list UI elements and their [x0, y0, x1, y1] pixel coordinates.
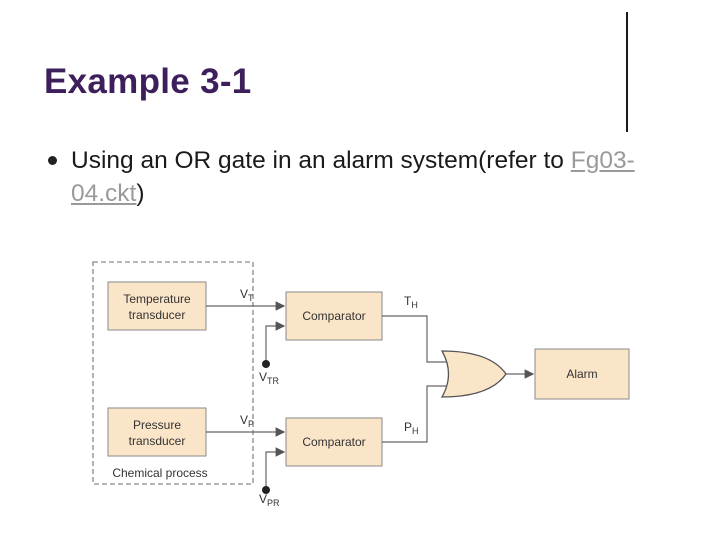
temperature-transducer-box [107, 281, 207, 331]
pressure-transducer-label-2: transducer [129, 434, 186, 448]
comparator-2-box [285, 417, 383, 467]
ph-label: PH [404, 420, 419, 436]
bullet-text-main: Using an OR gate in an alarm system(refe… [71, 147, 564, 174]
wire-vtr [265, 321, 286, 362]
vpr-terminal [262, 486, 270, 494]
temperature-transducer-label-2: transducer [129, 308, 186, 322]
bullet-dot [48, 156, 57, 165]
comparator-2-label: Comparator [302, 435, 365, 449]
circuit-file-link[interactable]: Fg03-04.ckt [71, 147, 635, 207]
alarm-label: Alarm [566, 367, 597, 381]
slide-title: Example 3-1 [44, 62, 252, 101]
pressure-transducer-box [107, 407, 207, 457]
vt-label: VT [240, 287, 254, 303]
vtr-terminal [262, 360, 270, 368]
alarm-box [534, 348, 630, 400]
th-label: TH [404, 294, 418, 310]
comparator-1-label: Comparator [302, 309, 365, 323]
temperature-transducer-label-1: Temperature [123, 292, 191, 306]
wire-vpr [265, 447, 286, 488]
vp-label: VP [240, 413, 254, 429]
vtr-label: VTR [259, 370, 280, 386]
comparator-1-box [285, 291, 383, 341]
chemical-process-frame [92, 261, 254, 485]
vpr-label: VPR [259, 492, 280, 508]
pressure-transducer-label-1: Pressure [133, 418, 181, 432]
bullet-text-end: ) [136, 180, 145, 207]
chemical-process-label: Chemical process [112, 466, 207, 480]
or-gate-symbol [440, 350, 507, 398]
bullet-text: Using an OR gate in an alarm system(refe… [71, 144, 691, 210]
wire-ph [382, 385, 447, 443]
divider-line [626, 12, 628, 132]
wire-th [382, 315, 447, 363]
